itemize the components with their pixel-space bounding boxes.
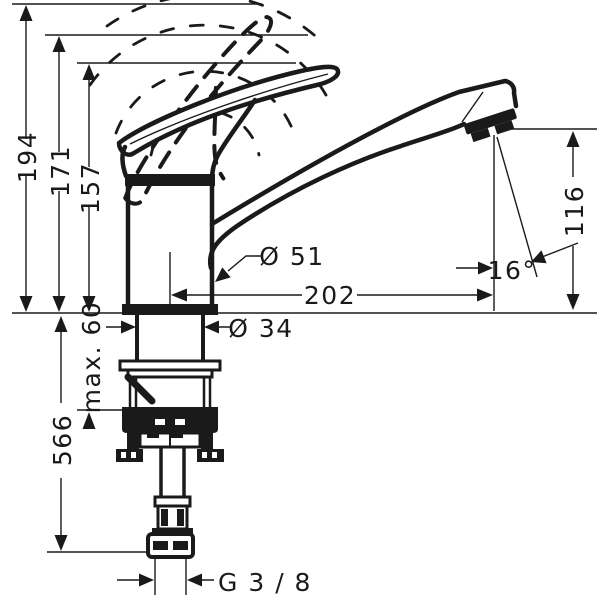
dim-max-deck-thickness-label: max. 60 xyxy=(77,301,106,414)
dimension-arrowheads xyxy=(19,5,580,587)
aerator xyxy=(463,108,517,143)
dim-open-lever-height-label: 171 xyxy=(46,145,75,197)
supply-hose xyxy=(159,448,186,497)
foot-hole xyxy=(202,452,207,458)
clamp-leg xyxy=(127,433,139,450)
coupling-rib xyxy=(161,509,168,526)
clamp-foot xyxy=(116,449,143,462)
connector-collar xyxy=(152,528,193,535)
clamp-tab xyxy=(147,433,159,438)
dim-lever-height-label: 157 xyxy=(76,162,105,214)
dim-spout-height-label: 116 xyxy=(560,185,589,237)
g38-connector xyxy=(146,532,195,559)
foot-hole xyxy=(121,452,126,458)
lever-highlight-line xyxy=(129,73,329,145)
mounting-studs xyxy=(128,377,212,410)
dimension-labels: 194 171 157 116 max. 60 566 202 Ø 34 Ø 5… xyxy=(13,131,589,597)
fixing-screw xyxy=(124,373,156,405)
spout-top-edge xyxy=(209,78,519,227)
raised-lever-dashed-outline xyxy=(88,0,328,206)
gasket xyxy=(126,368,214,379)
spout-head-crease xyxy=(461,91,484,123)
dimension-lines xyxy=(12,3,597,595)
clamp-slot xyxy=(155,419,165,425)
clamp-leg xyxy=(201,433,213,450)
spout-bottom-edge xyxy=(207,121,467,271)
dim-shank-diameter-label: Ø 34 xyxy=(228,314,293,343)
dim-thread-size-label: G 3 / 8 xyxy=(218,568,312,597)
foot-hole xyxy=(212,452,217,458)
clamp-foot xyxy=(197,449,224,462)
foot-hole xyxy=(131,452,136,458)
mounting-hardware-group xyxy=(116,315,224,559)
clamp-slot xyxy=(175,419,185,425)
dome-front-edge xyxy=(120,144,129,179)
body-column xyxy=(125,183,215,307)
faucet-body-group xyxy=(116,64,519,315)
dim-base-diameter-label: Ø 51 xyxy=(259,242,324,271)
clamp-tab xyxy=(171,433,183,438)
cartridge-band xyxy=(125,174,215,186)
connector-detail xyxy=(153,541,168,550)
dim-overall-height-label: 194 xyxy=(13,131,42,183)
threaded-shank xyxy=(135,315,205,361)
dim-spray-angle-label: 16° xyxy=(488,256,537,285)
clamp-block xyxy=(122,407,218,433)
dim-hose-length-label: 566 xyxy=(48,414,77,466)
lever-neck xyxy=(209,97,258,183)
coupling-rib xyxy=(177,509,184,526)
lever-motion-arcs xyxy=(88,0,328,157)
connector-detail xyxy=(173,541,188,550)
dim-spout-reach-label: 202 xyxy=(304,281,356,310)
lever-handle xyxy=(116,64,341,157)
